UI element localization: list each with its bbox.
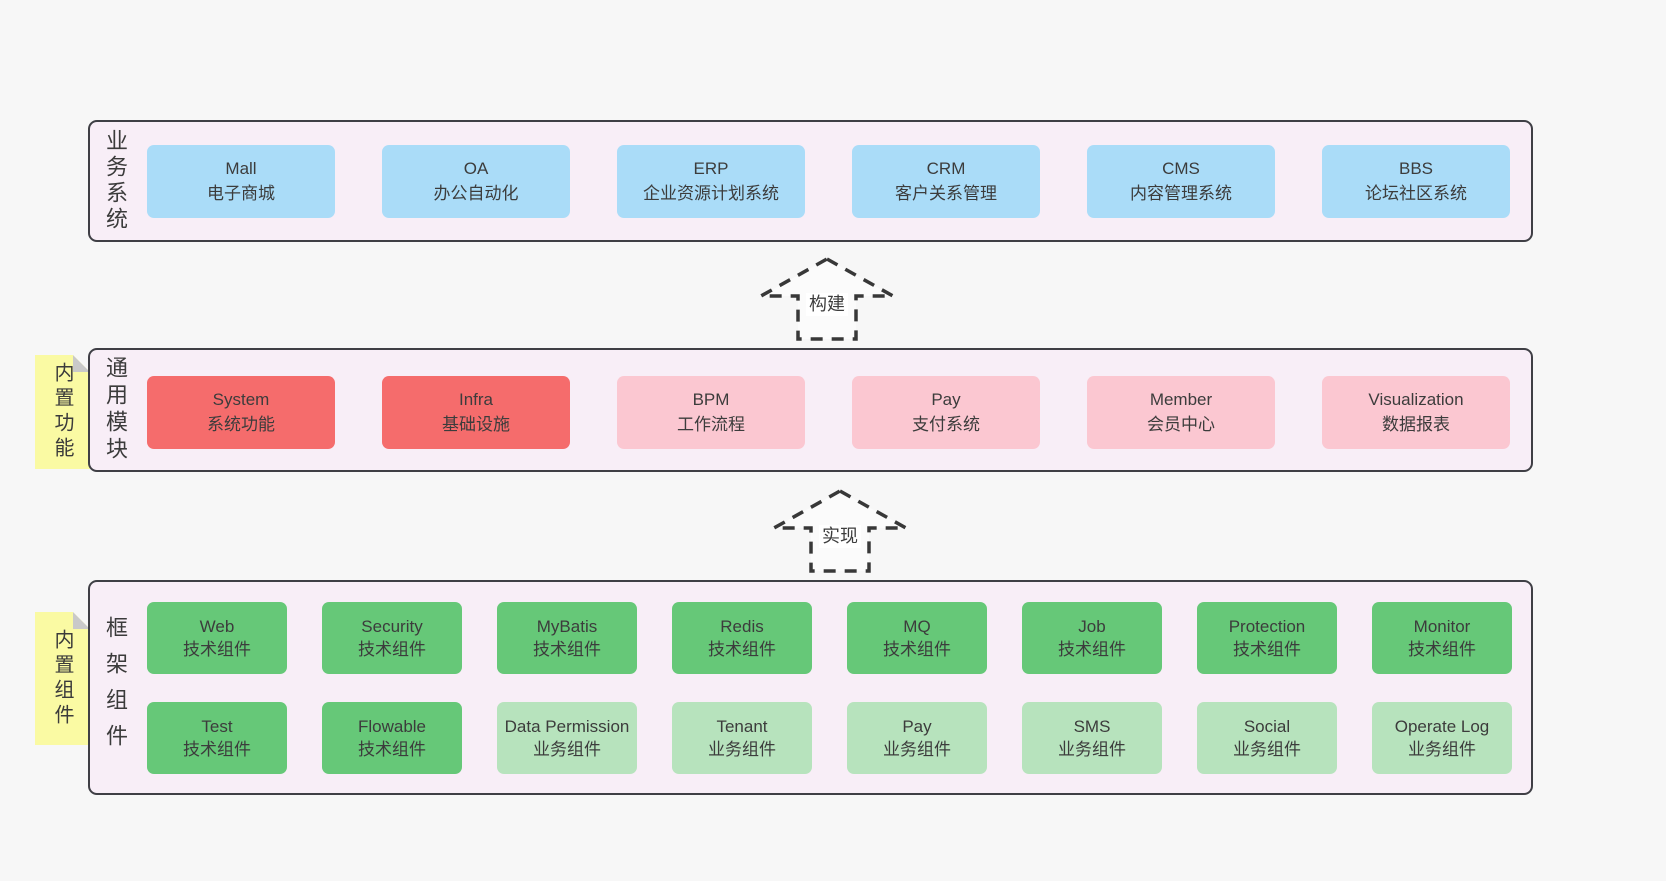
node-title: Mall	[225, 158, 257, 178]
node-mq: MQ 技术组件	[847, 602, 987, 674]
node-title: Job	[1078, 616, 1106, 636]
node-subtitle: 内容管理系统	[1130, 183, 1232, 203]
node-title: Test	[201, 716, 233, 736]
node-title: Pay	[902, 716, 932, 736]
node-title: Security	[361, 616, 423, 636]
node-subtitle: 业务组件	[533, 740, 601, 759]
node-bbs: BBS 论坛社区系统	[1322, 145, 1510, 218]
layer-business-systems: 业务系统 Mall 电子商城 OA 办公自动化 ERP 企业资源计划系统 CRM…	[88, 120, 1533, 242]
node-title: Member	[1149, 389, 1213, 409]
node-title: Flowable	[357, 716, 427, 736]
node-job: Job 技术组件	[1022, 602, 1162, 674]
node-pay-business: Pay 业务组件	[847, 702, 987, 774]
node-subtitle: 客户关系管理	[895, 183, 997, 203]
node-oa: OA 办公自动化	[382, 145, 570, 218]
node-flowable: Flowable 技术组件	[322, 702, 462, 774]
node-subtitle: 技术组件	[1408, 640, 1476, 659]
node-bpm: BPM 工作流程	[617, 376, 805, 449]
node-title: MQ	[903, 616, 931, 636]
node-subtitle: 业务组件	[883, 740, 951, 759]
arrow-implement-label: 实现	[819, 525, 861, 548]
node-title: System	[212, 389, 270, 409]
node-operate-log: Operate Log 业务组件	[1372, 702, 1512, 774]
node-subtitle: 支付系统	[912, 414, 980, 434]
node-title: Visualization	[1368, 389, 1464, 409]
node-title: ERP	[693, 158, 729, 178]
arrow-build: 构建	[757, 256, 897, 342]
node-social: Social 业务组件	[1197, 702, 1337, 774]
layer-common-modules: 通用模块 System 系统功能 Infra 基础设施 BPM 工作流程 Pay…	[88, 348, 1533, 472]
node-crm: CRM 客户关系管理	[852, 145, 1040, 218]
sticky-note-text: 内置功能	[51, 362, 73, 462]
node-subtitle: 技术组件	[883, 640, 951, 659]
node-subtitle: 业务组件	[1058, 740, 1126, 759]
node-subtitle: 数据报表	[1382, 414, 1450, 434]
node-subtitle: 技术组件	[358, 640, 426, 659]
node-subtitle: 业务组件	[1408, 740, 1476, 759]
node-subtitle: 技术组件	[183, 640, 251, 659]
node-title: Protection	[1228, 616, 1306, 636]
sticky-note-text: 内置组件	[51, 628, 73, 729]
node-title: OA	[463, 158, 489, 178]
node-subtitle: 办公自动化	[433, 183, 519, 203]
node-title: SMS	[1073, 716, 1111, 736]
node-title: Web	[199, 616, 235, 636]
node-mybatis: MyBatis 技术组件	[497, 602, 637, 674]
node-title: MyBatis	[536, 616, 598, 636]
sticky-note-built-in-features: 内置功能	[35, 355, 90, 469]
node-infra: Infra 基础设施	[382, 376, 570, 449]
layer-framework-components: 框架组件 Web 技术组件 Security 技术组件 MyBatis 技术组件…	[88, 580, 1533, 795]
node-title: Pay	[931, 389, 961, 409]
node-redis: Redis 技术组件	[672, 602, 812, 674]
node-title: Social	[1243, 716, 1291, 736]
layer-business-systems-label: 业务系统	[103, 129, 128, 233]
node-subtitle: 业务组件	[708, 740, 776, 759]
arrow-build-label: 构建	[806, 293, 848, 316]
layer-framework-components-label: 框架组件	[103, 615, 128, 760]
node-visualization: Visualization 数据报表	[1322, 376, 1510, 449]
node-title: Redis	[720, 616, 764, 636]
node-subtitle: 系统功能	[207, 414, 275, 434]
node-pay-system: Pay 支付系统	[852, 376, 1040, 449]
node-subtitle: 电子商城	[207, 183, 275, 203]
node-monitor: Monitor 技术组件	[1372, 602, 1512, 674]
node-security: Security 技术组件	[322, 602, 462, 674]
node-subtitle: 工作流程	[677, 414, 745, 434]
node-title: Operate Log	[1394, 716, 1490, 736]
node-web: Web 技术组件	[147, 602, 287, 674]
node-erp: ERP 企业资源计划系统	[617, 145, 805, 218]
node-subtitle: 技术组件	[183, 740, 251, 759]
node-subtitle: 会员中心	[1147, 414, 1215, 434]
node-subtitle: 基础设施	[442, 414, 510, 434]
node-title: CMS	[1162, 158, 1200, 178]
node-subtitle: 技术组件	[533, 640, 601, 659]
node-title: BPM	[692, 389, 730, 409]
node-subtitle: 技术组件	[358, 740, 426, 759]
arrow-implement: 实现	[770, 488, 910, 574]
node-title: Monitor	[1413, 616, 1471, 636]
node-data-permission: Data Permission 业务组件	[497, 702, 637, 774]
node-title: BBS	[1398, 158, 1434, 178]
node-tenant: Tenant 业务组件	[672, 702, 812, 774]
sticky-note-built-in-components: 内置组件	[35, 612, 90, 745]
node-test: Test 技术组件	[147, 702, 287, 774]
node-title: CRM	[926, 158, 966, 178]
node-mall: Mall 电子商城	[147, 145, 335, 218]
node-subtitle: 技术组件	[1058, 640, 1126, 659]
node-title: Tenant	[716, 716, 768, 736]
node-title: Infra	[458, 389, 494, 409]
node-subtitle: 技术组件	[708, 640, 776, 659]
node-title: Data Permission	[504, 716, 630, 736]
node-subtitle: 业务组件	[1233, 740, 1301, 759]
layer-common-modules-label: 通用模块	[103, 356, 128, 464]
node-subtitle: 论坛社区系统	[1365, 183, 1467, 203]
node-member: Member 会员中心	[1087, 376, 1275, 449]
node-subtitle: 企业资源计划系统	[643, 183, 779, 203]
node-sms: SMS 业务组件	[1022, 702, 1162, 774]
node-cms: CMS 内容管理系统	[1087, 145, 1275, 218]
node-system: System 系统功能	[147, 376, 335, 449]
node-protection: Protection 技术组件	[1197, 602, 1337, 674]
node-subtitle: 技术组件	[1233, 640, 1301, 659]
